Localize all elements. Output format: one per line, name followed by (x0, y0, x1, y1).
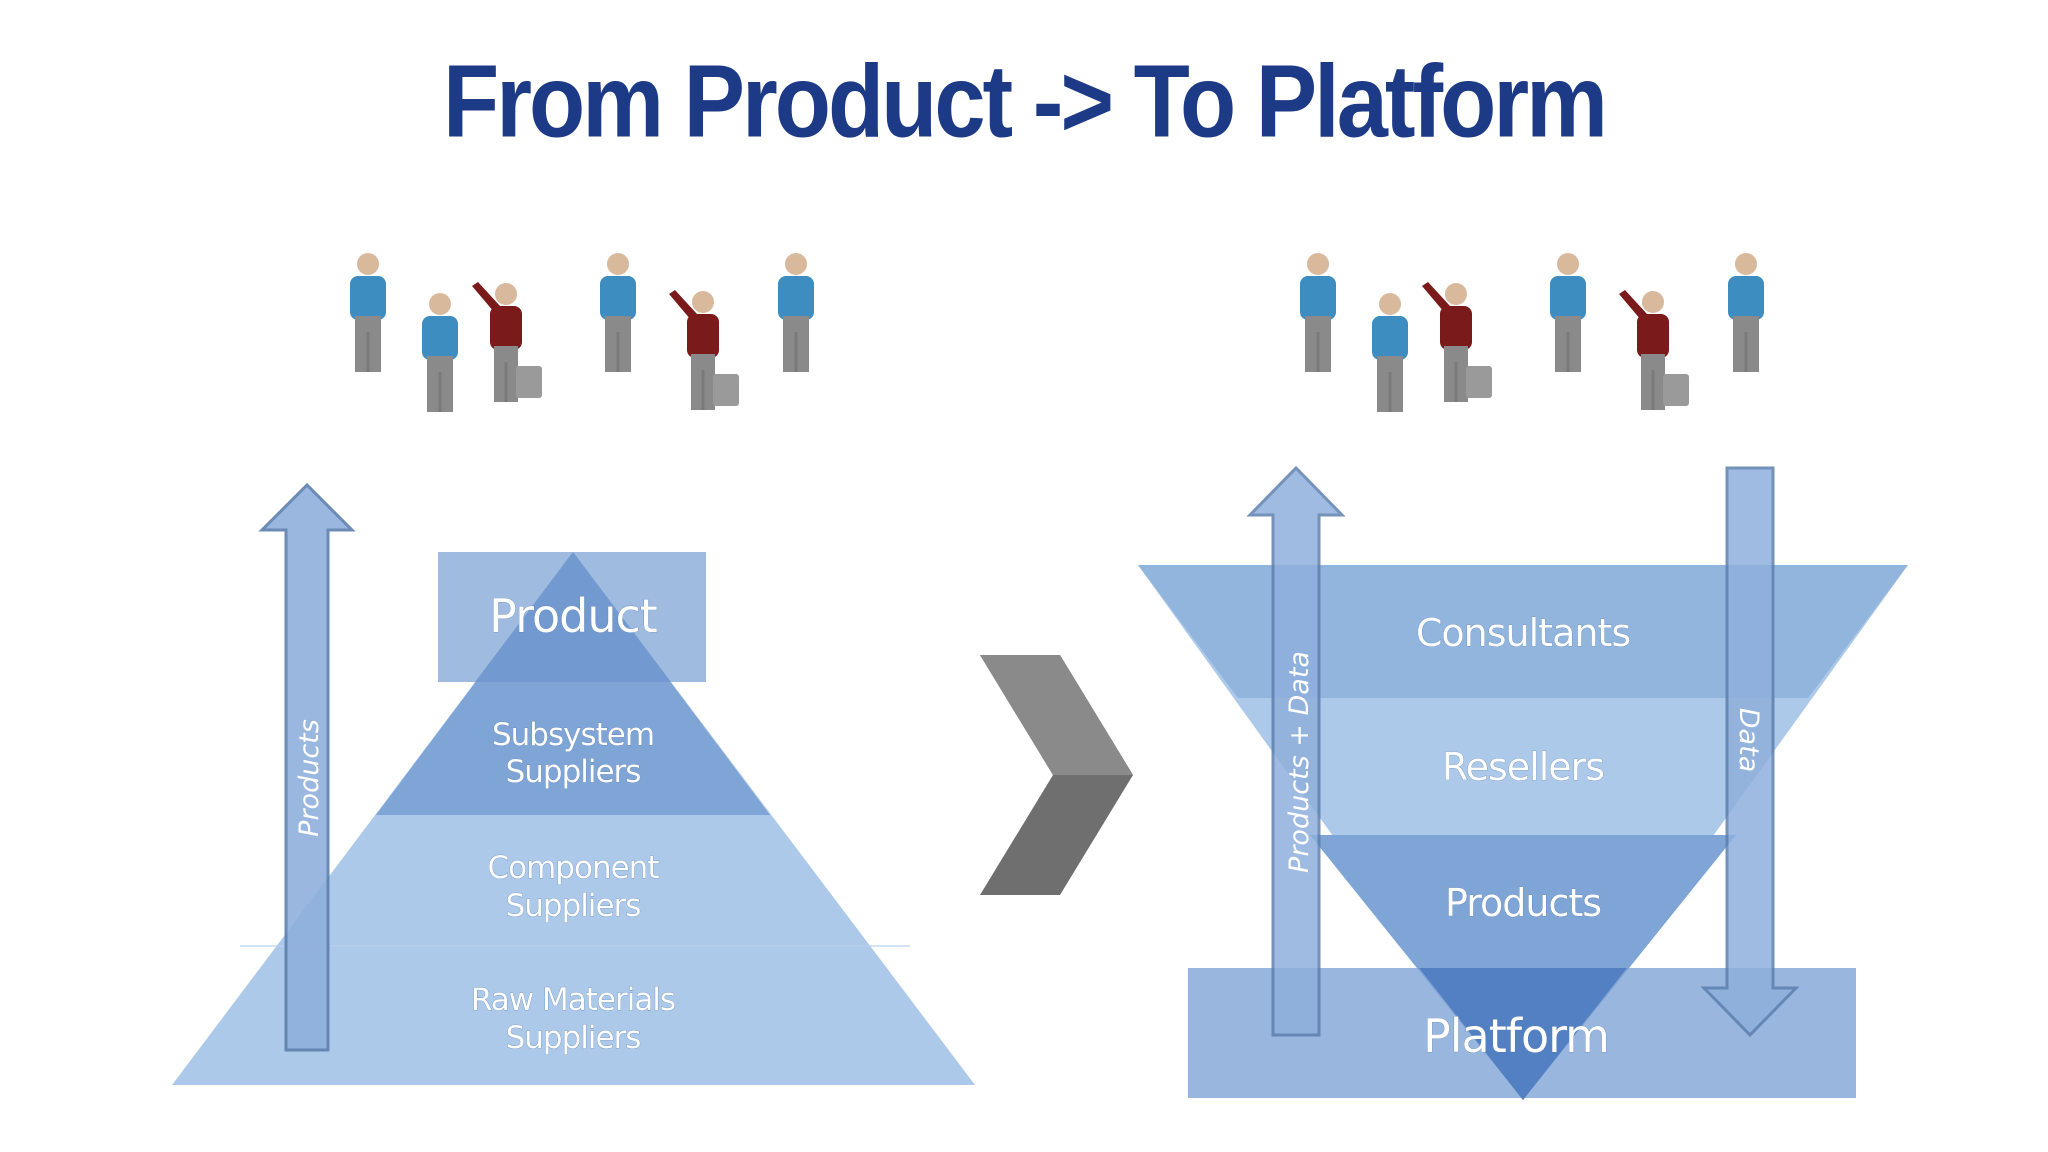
tier-products-label: Products (1445, 881, 1601, 925)
tier-consultants-label: Consultants (1416, 611, 1630, 655)
data-arrow-label: Data (1733, 708, 1764, 772)
left-pyramid (172, 552, 975, 1085)
left-people-group (350, 253, 814, 412)
tier-resellers-label: Resellers (1442, 745, 1604, 789)
tier-subsystem-line2: Suppliers (506, 754, 641, 790)
funnel-base (1138, 565, 1908, 1100)
data-arrow: Data (1700, 466, 1800, 1038)
funnel-consultants-band (1138, 565, 1908, 698)
tier-raw-line2: Suppliers (506, 1020, 641, 1056)
funnel-products-band (1310, 835, 1736, 1100)
pyramid-base (172, 552, 975, 1085)
right-people-group (1300, 253, 1764, 412)
tier-component-line1: Component (488, 850, 660, 886)
tier-raw-line1: Raw Materials (471, 982, 675, 1018)
people-group-icon (1300, 253, 1764, 412)
chevron-right-icon (980, 655, 1133, 895)
right-funnel (1138, 565, 1908, 1100)
product-box (438, 552, 706, 682)
products-data-arrow: Products + Data (1246, 465, 1346, 1037)
funnel-tip (1419, 968, 1627, 1100)
page-title: From Product -> To Platform (443, 44, 1608, 160)
tier-component-line2: Suppliers (506, 888, 641, 924)
people-group-icon (350, 253, 814, 412)
products-data-arrow-label: Products + Data (1284, 651, 1315, 873)
tier-platform-label: Platform (1423, 1009, 1609, 1063)
products-arrow-label: Products (294, 719, 325, 837)
products-arrow: Products (258, 482, 356, 1052)
tier-subsystem-line1: Subsystem (492, 717, 654, 753)
tier-product-label: Product (489, 589, 657, 643)
pyramid-subsystem-band (376, 552, 770, 815)
pyramid-divider (240, 945, 910, 947)
